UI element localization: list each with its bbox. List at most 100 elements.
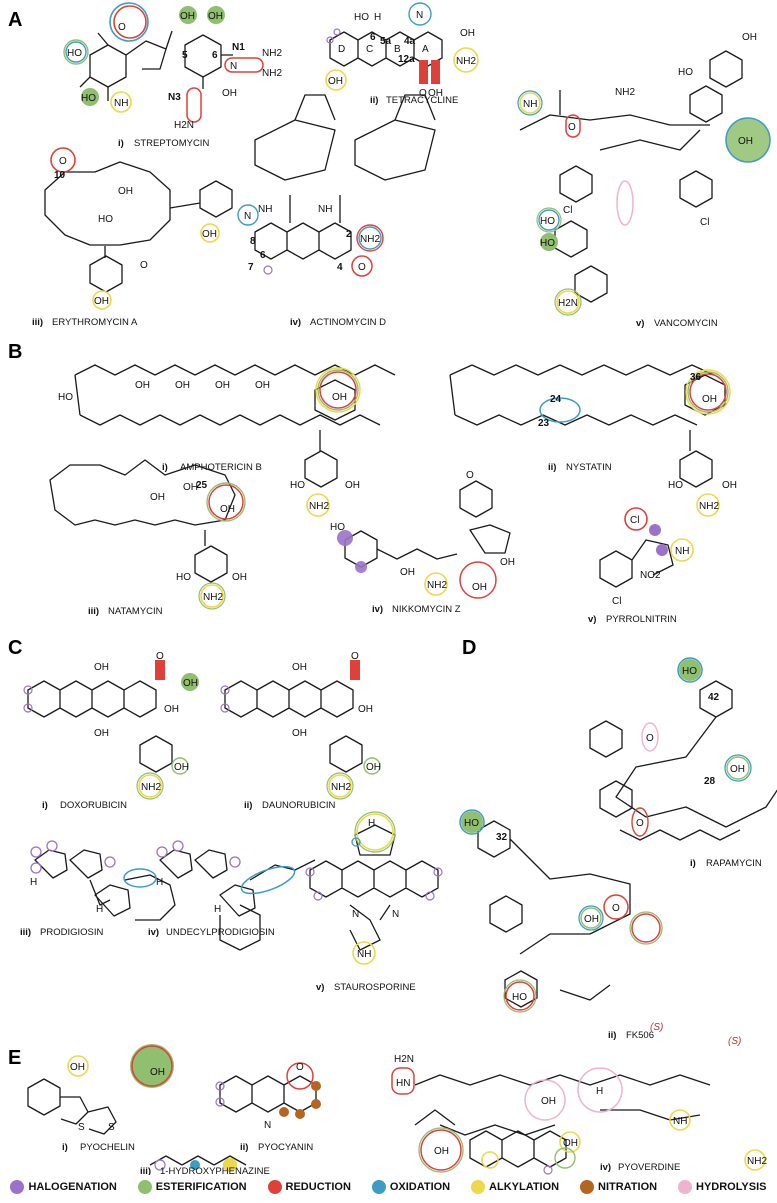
svg-text:OH: OH (164, 704, 179, 715)
svg-text:N: N (392, 909, 399, 920)
svg-text:N: N (230, 61, 237, 72)
amphotericin-structure: OH OH OH OH OH HO NH2 HO OH i) AMPHOTERI… (58, 364, 396, 517)
actinomycin-structure: 8 7 6 2 4 NH2 O NH NH iv) ACTINOMYCIN D (248, 94, 436, 328)
legend-item-reduction: REDUCTION (267, 1180, 351, 1194)
svg-text:OH: OH (215, 380, 230, 391)
svg-text:OH: OH (738, 136, 753, 147)
svg-text:5a: 5a (380, 36, 392, 47)
svg-text:NO2: NO2 (640, 570, 661, 581)
svg-text:Cl: Cl (563, 205, 572, 216)
svg-text:AMPHOTERICIN B: AMPHOTERICIN B (180, 462, 262, 473)
svg-text:HO: HO (58, 392, 73, 403)
svg-text:HN: HN (396, 1078, 410, 1089)
svg-text:STAUROSPORINE: STAUROSPORINE (334, 982, 416, 993)
svg-text:OH: OH (500, 557, 515, 568)
svg-text:O: O (612, 903, 620, 914)
svg-text:HO: HO (176, 572, 191, 583)
svg-text:O: O (636, 818, 644, 829)
legend-item-hydrolysis: HYDROLYSIS (678, 1180, 767, 1194)
svg-text:NH2: NH2 (456, 56, 476, 67)
svg-text:OH: OH (292, 662, 307, 673)
nystatin-structure: OH 36 24 23 NH2 HO OH ii) NYSTATIN (449, 364, 737, 517)
svg-text:OH: OH (175, 380, 190, 391)
svg-text:PYOCHELIN: PYOCHELIN (80, 1142, 135, 1153)
svg-text:NH2: NH2 (427, 580, 447, 591)
svg-text:H: H (368, 818, 375, 829)
svg-text:O: O (466, 470, 474, 481)
panel-letter-b: B (8, 341, 22, 363)
svg-text:HO: HO (98, 214, 113, 225)
svg-text:OH: OH (434, 1146, 449, 1157)
svg-text:C: C (366, 44, 373, 55)
svg-text:PRODIGIOSIN: PRODIGIOSIN (40, 927, 103, 938)
svg-text:NYSTATIN: NYSTATIN (566, 462, 612, 473)
nitration-swatch (580, 1180, 595, 1194)
svg-text:ACTINOMYCIN D: ACTINOMYCIN D (310, 317, 386, 328)
svg-text:OH: OH (202, 229, 217, 240)
svg-text:HO: HO (540, 216, 555, 227)
svg-text:NH2: NH2 (331, 782, 351, 793)
svg-text:N: N (244, 211, 251, 222)
svg-text:OH: OH (183, 482, 198, 493)
svg-text:HO: HO (668, 480, 683, 491)
svg-text:OH: OH (541, 1096, 556, 1107)
svg-text:H2N: H2N (394, 1054, 414, 1065)
svg-text:NH2: NH2 (309, 501, 329, 512)
svg-text:28: 28 (704, 776, 716, 787)
vancomycin-structure: NH O OH Cl Cl HO HO H2N HO OH NH2 v) VAN… (517, 32, 771, 329)
svg-text:7: 7 (248, 262, 254, 273)
svg-text:O: O (351, 651, 359, 662)
svg-text:DAUNORUBICIN: DAUNORUBICIN (262, 800, 336, 811)
svg-text:23: 23 (538, 418, 550, 429)
svg-text:HO: HO (678, 67, 693, 78)
legend: HALOGENATION ESTERIFICATION REDUCTION OX… (0, 1175, 777, 1199)
svg-text:N: N (264, 1120, 271, 1131)
svg-text:H2N: H2N (558, 298, 578, 309)
legend-label: OXIDATION (389, 1181, 451, 1193)
svg-text:O: O (358, 262, 366, 273)
svg-text:NH: NH (357, 949, 371, 960)
legend-label: NITRATION (598, 1181, 658, 1193)
svg-text:OH: OH (332, 392, 347, 403)
svg-text:O: O (156, 651, 164, 662)
rapamycin-structure: HO 42 O OH 28 O i) RAPAMYCIN (589, 657, 777, 869)
svg-text:HO: HO (330, 522, 345, 533)
svg-text:iii): iii) (32, 317, 43, 328)
svg-text:HO: HO (290, 480, 305, 491)
svg-text:H: H (374, 12, 381, 23)
halogenation-swatch (10, 1180, 25, 1194)
svg-text:ERYTHROMYCIN A: ERYTHROMYCIN A (52, 317, 138, 328)
svg-text:OH: OH (174, 762, 189, 773)
svg-text:4a: 4a (404, 36, 416, 47)
svg-text:OH: OH (345, 480, 360, 491)
svg-text:O: O (568, 122, 576, 133)
svg-text:OH: OH (94, 728, 109, 739)
svg-text:OH: OH (232, 572, 247, 583)
svg-text:ii): ii) (240, 1142, 248, 1153)
svg-text:PYOCYANIN: PYOCYANIN (258, 1142, 313, 1153)
svg-text:H: H (214, 904, 221, 915)
legend-item-oxidation: OXIDATION (371, 1180, 451, 1194)
svg-text:OH: OH (180, 11, 195, 22)
svg-text:i): i) (162, 462, 168, 473)
svg-text:NH: NH (318, 204, 332, 215)
svg-text:NATAMYCIN: NATAMYCIN (108, 606, 163, 617)
legend-label: HYDROLYSIS (696, 1181, 767, 1193)
svg-text:Cl: Cl (612, 596, 621, 607)
svg-text:6: 6 (370, 32, 376, 43)
svg-text:NH2: NH2 (699, 501, 719, 512)
svg-text:OH: OH (208, 11, 223, 22)
svg-text:OH: OH (292, 728, 307, 739)
svg-text:N3: N3 (168, 92, 181, 103)
streptomycin-structure: O HO HO NH OH OH 5 6 N1 N NH2 NH2 N3 H2N… (63, 2, 282, 149)
legend-item-alkylation: ALKYLATION (471, 1180, 559, 1194)
svg-text:HO: HO (354, 12, 369, 23)
svg-text:2: 2 (346, 229, 352, 240)
svg-text:ii): ii) (244, 800, 252, 811)
svg-text:iii): iii) (140, 1166, 151, 1175)
hydrolysis-swatch (678, 1180, 692, 1194)
svg-text:(S): (S) (728, 1036, 741, 1047)
svg-text:36: 36 (690, 372, 702, 383)
panel-letter-a: A (8, 9, 22, 31)
svg-text:H: H (596, 1086, 603, 1097)
